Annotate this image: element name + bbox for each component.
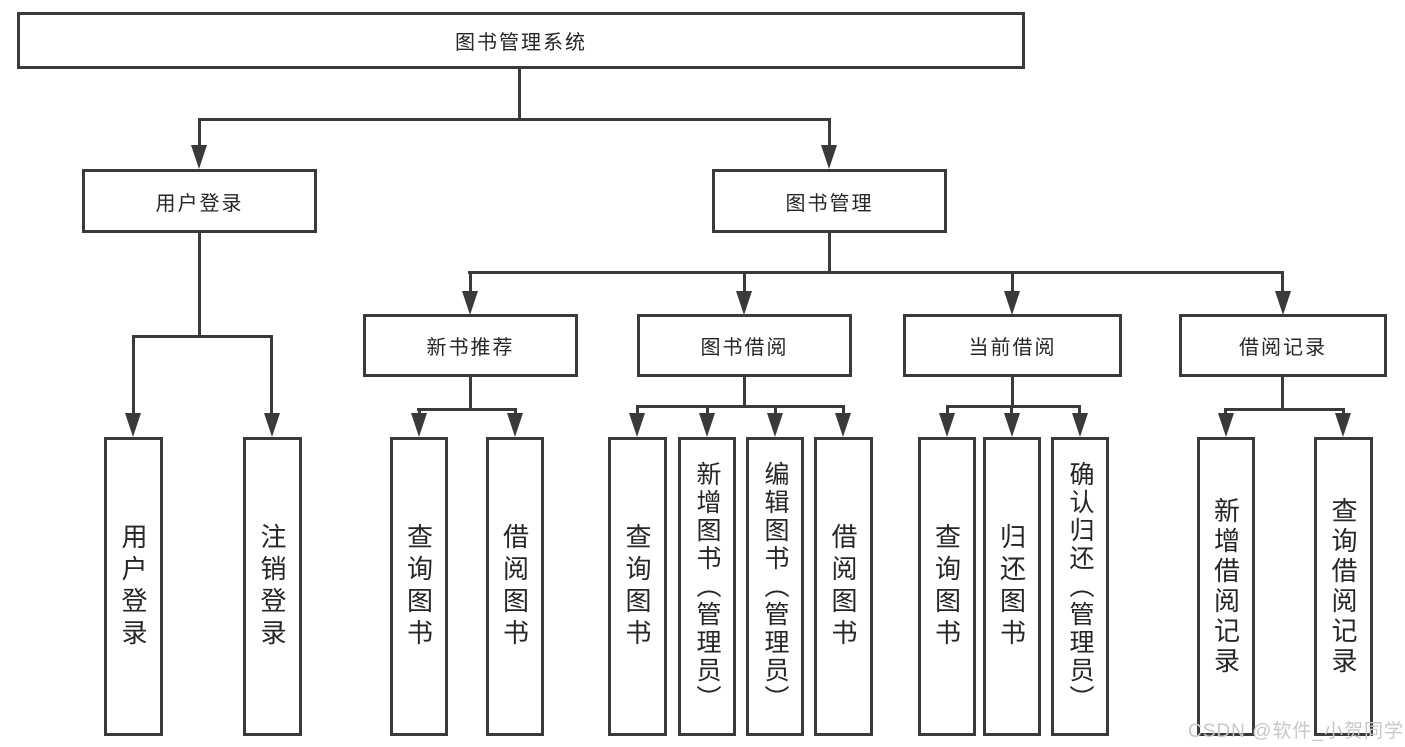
leaf-query-books-current: 查询图书 <box>918 437 976 736</box>
leaf-label: 编辑图书（管理员） <box>761 460 789 713</box>
leaf-label: 借阅图书 <box>828 522 858 651</box>
leaf-label: 查询图书 <box>403 522 434 651</box>
arrow-down-icon <box>1072 413 1088 437</box>
leaf-user-login: 用户登录 <box>104 437 163 736</box>
connector-line <box>1011 377 1014 405</box>
node-user-login: 用户登录 <box>82 169 317 233</box>
leaf-label: 确认归还（管理员） <box>1066 460 1094 713</box>
leaf-label: 借阅图书 <box>499 522 530 651</box>
arrow-down-icon <box>462 291 478 315</box>
csdn-watermark: CSDN @软件_小贺同学 <box>1188 721 1404 742</box>
leaf-add-borrow-record: 新增借阅记录 <box>1197 437 1255 736</box>
node-label: 当前借阅 <box>968 337 1057 359</box>
connector-line <box>198 121 201 147</box>
connector-line <box>417 408 517 411</box>
node-new-book-recommendation: 新书推荐 <box>363 314 578 377</box>
leaf-label: 用户登录 <box>118 522 148 651</box>
connector-line <box>469 377 472 408</box>
node-book-management-system: 图书管理系统 <box>17 12 1025 69</box>
node-label: 借阅记录 <box>1239 337 1327 359</box>
arrow-down-icon <box>629 413 645 437</box>
arrow-down-icon <box>191 145 207 169</box>
node-current-borrowing: 当前借阅 <box>903 314 1122 377</box>
leaf-label: 查询图书 <box>931 522 962 651</box>
arrow-down-icon <box>1335 413 1351 437</box>
connector-line <box>636 408 639 415</box>
arrow-down-icon <box>125 413 141 437</box>
leaf-label: 新增借阅记录 <box>1210 496 1241 677</box>
leaf-edit-books-admin: 编辑图书（管理员） <box>746 437 804 736</box>
leaf-label: 新增图书（管理员） <box>693 460 721 713</box>
node-label: 图书管理系统 <box>455 32 587 54</box>
connector-line <box>706 408 709 415</box>
arrow-down-icon <box>1004 413 1020 437</box>
connector-line <box>1078 408 1081 415</box>
connector-line <box>1224 408 1345 411</box>
leaf-query-books-borrow: 查询图书 <box>608 437 667 736</box>
connector-line <box>828 121 831 147</box>
leaf-confirm-return-admin: 确认归还（管理员） <box>1051 437 1109 736</box>
connector-line <box>198 118 831 121</box>
connector-line <box>946 405 1081 408</box>
leaf-label: 归还图书 <box>996 522 1027 651</box>
node-label: 图书借阅 <box>700 337 789 359</box>
connector-line <box>1010 408 1013 415</box>
node-book-management: 图书管理 <box>712 169 947 233</box>
connector-line <box>743 274 746 293</box>
connector-line <box>828 233 831 271</box>
connector-line <box>842 408 845 415</box>
connector-line <box>743 377 746 405</box>
arrow-down-icon <box>1275 291 1291 315</box>
connector-line <box>946 408 949 415</box>
node-label: 用户登录 <box>155 192 244 215</box>
connector-line <box>132 335 273 338</box>
arrow-down-icon <box>411 413 427 437</box>
node-borrowing-records: 借阅记录 <box>1179 314 1387 377</box>
arrow-down-icon <box>835 413 851 437</box>
arrow-down-icon <box>767 413 783 437</box>
connector-line <box>774 408 777 415</box>
connector-line <box>468 271 1284 274</box>
connector-line <box>1281 274 1284 293</box>
arrow-down-icon <box>507 413 523 437</box>
leaf-label: 查询图书 <box>622 522 652 651</box>
leaf-return-books: 归还图书 <box>983 437 1041 736</box>
leaf-logout: 注销登录 <box>243 437 302 736</box>
arrow-down-icon <box>736 291 752 315</box>
leaf-query-books-recommend: 查询图书 <box>390 437 448 736</box>
leaf-label: 注销登录 <box>257 522 287 651</box>
node-label: 新书推荐 <box>426 337 515 359</box>
connector-line <box>469 274 472 293</box>
connector-line <box>636 405 845 408</box>
connector-line <box>198 233 201 335</box>
node-label: 图书管理 <box>785 192 874 215</box>
leaf-borrow-books: 借阅图书 <box>814 437 873 736</box>
arrow-down-icon <box>264 413 280 437</box>
connector-line <box>1281 377 1284 408</box>
arrow-down-icon <box>1004 291 1020 315</box>
leaf-borrow-books-recommend: 借阅图书 <box>486 437 544 736</box>
arrow-down-icon <box>1218 413 1234 437</box>
connector-line <box>132 338 135 413</box>
connector-line <box>270 338 273 413</box>
connector-line <box>518 69 521 118</box>
arrow-down-icon <box>939 413 955 437</box>
leaf-add-books-admin: 新增图书（管理员） <box>678 437 736 736</box>
connector-line <box>1011 274 1014 293</box>
arrow-down-icon <box>821 145 837 169</box>
arrow-down-icon <box>699 413 715 437</box>
node-book-borrowing: 图书借阅 <box>637 314 852 377</box>
leaf-label: 查询借阅记录 <box>1328 496 1358 677</box>
leaf-query-borrow-record: 查询借阅记录 <box>1314 437 1373 736</box>
